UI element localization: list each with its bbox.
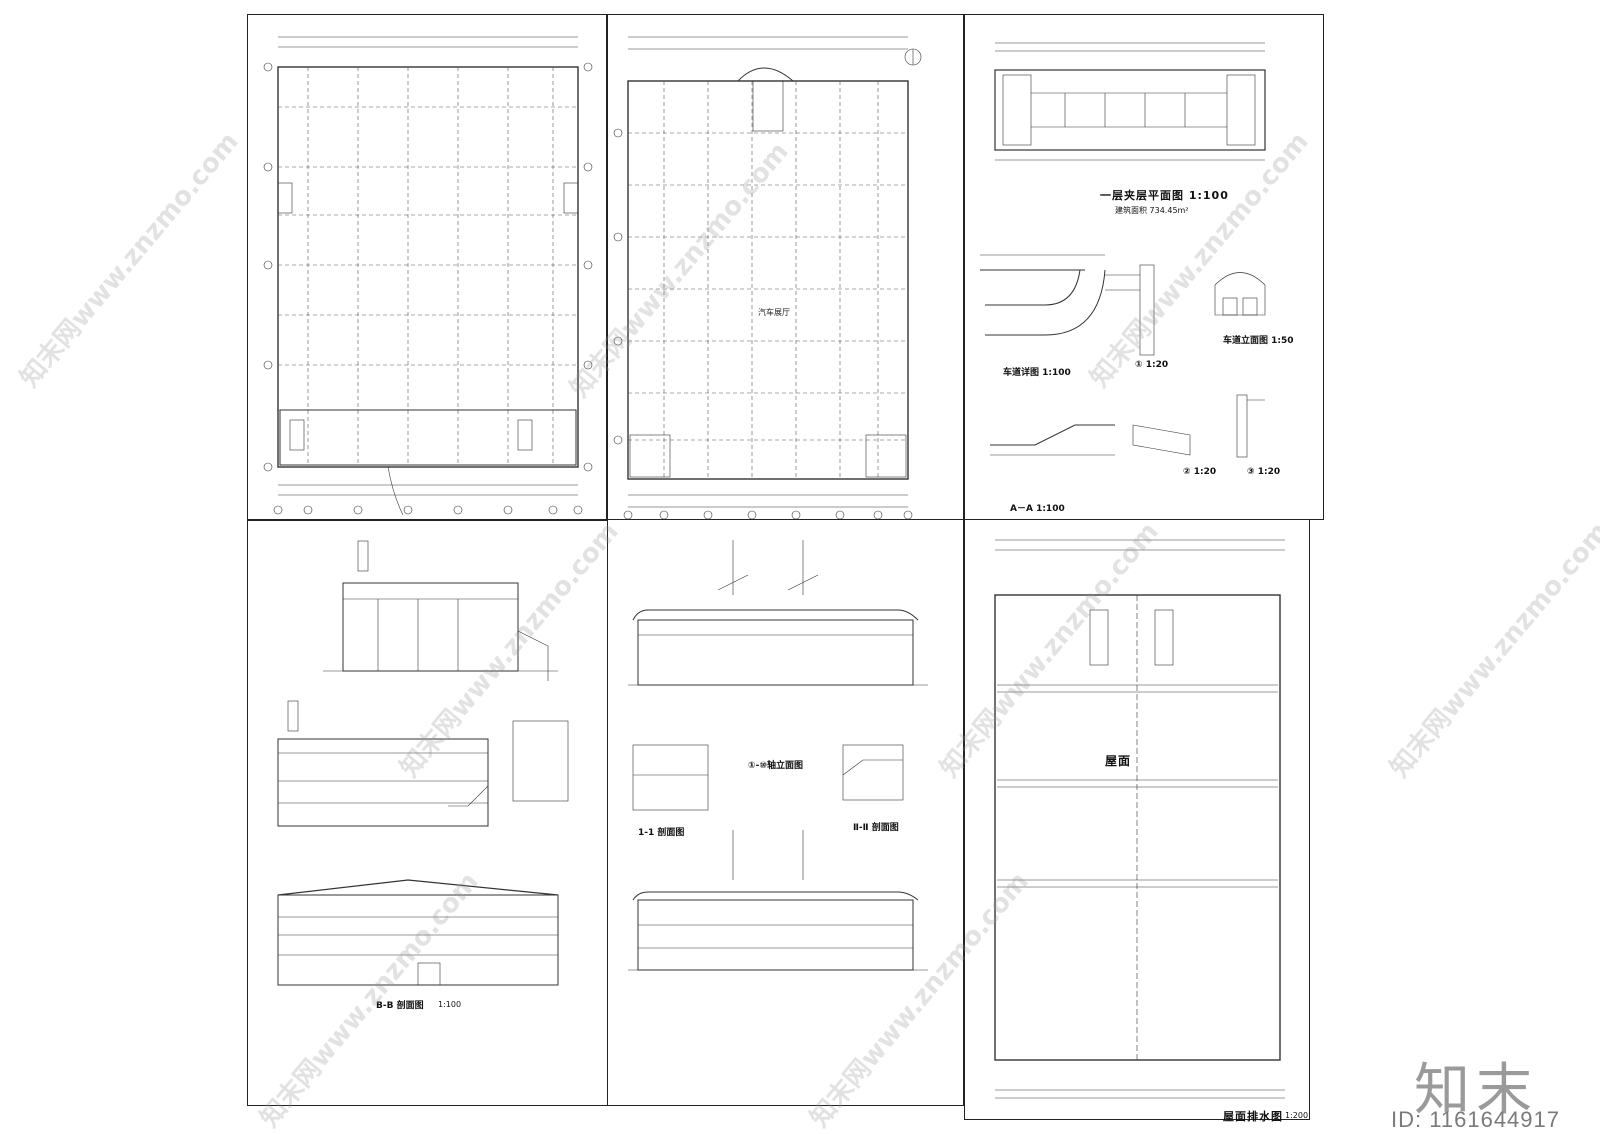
sections-left-drawing [277, 540, 569, 827]
section-bb-drawing [277, 879, 559, 986]
mezzanine-area-label: 建筑面积 734.45m² [1115, 206, 1189, 215]
section-bb-title: B-B 剖面图 [376, 1001, 424, 1011]
watermark-text: 知末网www.znzmo.com [14, 126, 245, 394]
section-2-title: Ⅱ-Ⅱ 剖面图 [853, 823, 899, 833]
panel-roof-drainage: 屋面 屋面排水图 1:200 [964, 520, 1310, 1123]
panel-floor-plan-left [247, 14, 607, 520]
section-aa-title: A－A 1:100 [1010, 504, 1065, 514]
panel-mezzanine-details: 一层夹层平面图 1:100 建筑面积 734.45m² 车道详图 1:100 ①… [964, 14, 1324, 520]
ramp-elevation-title: 车道立面图 1:50 [1223, 336, 1294, 346]
brand-id: ID: 1161644917 [1391, 1107, 1560, 1132]
roof-label: 屋面 [1105, 754, 1132, 768]
mezzanine-details-drawing [980, 42, 1266, 458]
brand-logo: 知末 [1414, 1058, 1538, 1123]
roof-drainage-title: 屋面排水图 [1223, 1110, 1283, 1123]
showroom-plan-drawing: 汽车展厅 [613, 36, 922, 520]
elevations-drawing [628, 540, 928, 971]
section-bb-scale: 1:100 [438, 1000, 462, 1009]
panel-section-bb: B-B 剖面图 1:100 [247, 855, 607, 1106]
panel-showroom-plan: 汽车展厅 [607, 14, 964, 520]
detail-a-title: ① 1:20 [1135, 360, 1169, 370]
showroom-hall-label: 汽车展厅 [758, 307, 790, 317]
elevation-top-title: ①-⑩轴立面图 [748, 761, 803, 771]
panel-elevations: ①-⑩轴立面图 1-1 剖面图 Ⅱ-Ⅱ 剖面图 [607, 520, 964, 1106]
mezzanine-plan-title: 一层夹层平面图 1:100 [1100, 189, 1229, 202]
panel-sections-left [247, 520, 607, 860]
watermark-text: 知末网www.znzmo.com [1384, 516, 1600, 784]
detail-b-title: ② 1:20 [1183, 467, 1217, 477]
section-1-title: 1-1 剖面图 [638, 828, 685, 838]
detail-c-title: ③ 1:20 [1247, 467, 1281, 477]
ramp-detail-title: 车道详图 1:100 [1003, 368, 1071, 378]
floor-plan-left-drawing [263, 36, 593, 516]
roof-drainage-drawing [994, 539, 1285, 1099]
roof-drainage-scale: 1:200 [1285, 1111, 1309, 1120]
